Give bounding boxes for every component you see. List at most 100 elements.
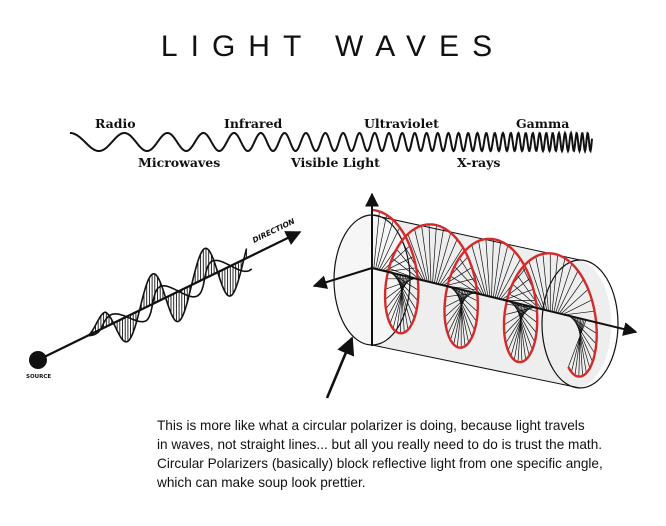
caption-line-1: This is more like what a circular polari… xyxy=(157,418,585,433)
linear-wave-diagram: DIRECTION SOURCE xyxy=(26,216,302,380)
field-vector xyxy=(562,299,593,315)
field-vector xyxy=(528,260,546,311)
field-vector xyxy=(553,258,566,313)
field-vector xyxy=(459,289,466,347)
field-vector xyxy=(574,319,583,376)
field-vector xyxy=(564,310,595,316)
field-vector xyxy=(377,220,394,270)
cylinder-body xyxy=(334,215,612,388)
field-vector xyxy=(501,278,531,300)
field-vector xyxy=(455,288,473,338)
field-vector xyxy=(450,290,467,341)
field-vector xyxy=(392,258,421,280)
label-infrared: Infrared xyxy=(224,116,283,131)
source-label: SOURCE xyxy=(26,374,51,380)
caption-line-3: Circular Polarizers (basically) block re… xyxy=(157,456,603,471)
label-ultraviolet: Ultraviolet xyxy=(364,116,439,131)
field-vector xyxy=(471,244,487,296)
field-vector xyxy=(519,303,523,362)
field-vector xyxy=(396,274,412,325)
field-vector xyxy=(498,258,521,299)
field-vector xyxy=(444,292,473,318)
field-vector xyxy=(434,227,445,284)
field-vector xyxy=(378,227,401,270)
field-vector xyxy=(504,307,535,316)
label-microwaves: Microwaves xyxy=(138,155,221,170)
field-vector xyxy=(516,303,530,356)
label-x-rays: X-rays xyxy=(457,155,501,170)
label-radio: Radio xyxy=(95,116,136,131)
wave-field-lines xyxy=(89,248,247,342)
field-vector xyxy=(393,273,417,311)
field-vector xyxy=(578,318,583,376)
field-vector xyxy=(386,267,417,272)
field-vector xyxy=(414,228,428,282)
field-vector xyxy=(492,241,502,298)
label-gamma: Gamma xyxy=(516,116,570,131)
field-vector xyxy=(542,253,549,311)
label-visible-light: Visible Light xyxy=(291,155,380,170)
caption-line-2: in waves, not straight lines... but all … xyxy=(157,437,603,452)
page-title: LIGHT WAVES xyxy=(160,30,506,63)
field-vector xyxy=(517,303,527,360)
field-vector xyxy=(560,288,589,315)
field-vector xyxy=(456,290,464,348)
field-vector xyxy=(375,214,387,269)
field-vector xyxy=(435,232,452,284)
field-vector xyxy=(555,263,573,313)
field-vector xyxy=(478,240,489,297)
field-vector xyxy=(439,247,464,285)
field-vector xyxy=(512,302,536,343)
field-vector xyxy=(400,274,405,333)
field-vector xyxy=(576,317,587,374)
field-vector xyxy=(400,275,403,334)
pointer-arrow xyxy=(325,336,355,399)
horizontal-axis xyxy=(312,267,373,289)
direction-label: DIRECTION xyxy=(251,216,297,245)
field-vector xyxy=(514,302,533,350)
field-vector xyxy=(437,239,458,285)
field-vector xyxy=(444,292,474,308)
field-vector xyxy=(571,319,585,373)
field-vector xyxy=(513,304,524,361)
cylinder-bottom-edge xyxy=(371,344,581,389)
field-vector xyxy=(401,240,425,281)
field-vector xyxy=(453,290,466,345)
field-vector xyxy=(512,283,540,309)
field-vector xyxy=(494,245,509,298)
field-vector xyxy=(491,239,494,298)
field-vector xyxy=(568,319,587,368)
spectrum-wave xyxy=(70,130,593,155)
helix-curve xyxy=(371,208,598,378)
circular-polarization-diagram xyxy=(312,192,638,399)
propagation-axis xyxy=(371,267,638,336)
field-vector xyxy=(453,287,475,331)
field-vector xyxy=(485,239,491,297)
field-vector xyxy=(396,275,405,333)
field-vector xyxy=(578,318,581,377)
field-vector xyxy=(510,305,526,357)
field-vector xyxy=(394,273,415,319)
field-vector xyxy=(450,275,480,295)
field-vector xyxy=(507,305,528,351)
caption-line-4: which can make soup look prettier. xyxy=(157,475,366,490)
field-vector xyxy=(373,211,380,269)
field-vector xyxy=(432,225,437,283)
field-vector xyxy=(551,254,559,312)
wave-envelope-b xyxy=(87,259,253,337)
field-vector xyxy=(384,277,414,300)
caption: This is more like what a circular polari… xyxy=(157,416,662,492)
field-vector xyxy=(559,279,584,314)
field-vector xyxy=(574,317,591,369)
field-vector xyxy=(508,293,539,309)
field-vector xyxy=(535,256,548,311)
field-vector xyxy=(441,256,469,286)
field-vector xyxy=(496,251,515,299)
direction-axis xyxy=(37,231,302,361)
field-vector xyxy=(385,278,415,290)
field-vector xyxy=(573,316,593,362)
field-vector xyxy=(503,306,533,326)
field-vector xyxy=(557,270,579,314)
field-vector xyxy=(457,288,469,343)
